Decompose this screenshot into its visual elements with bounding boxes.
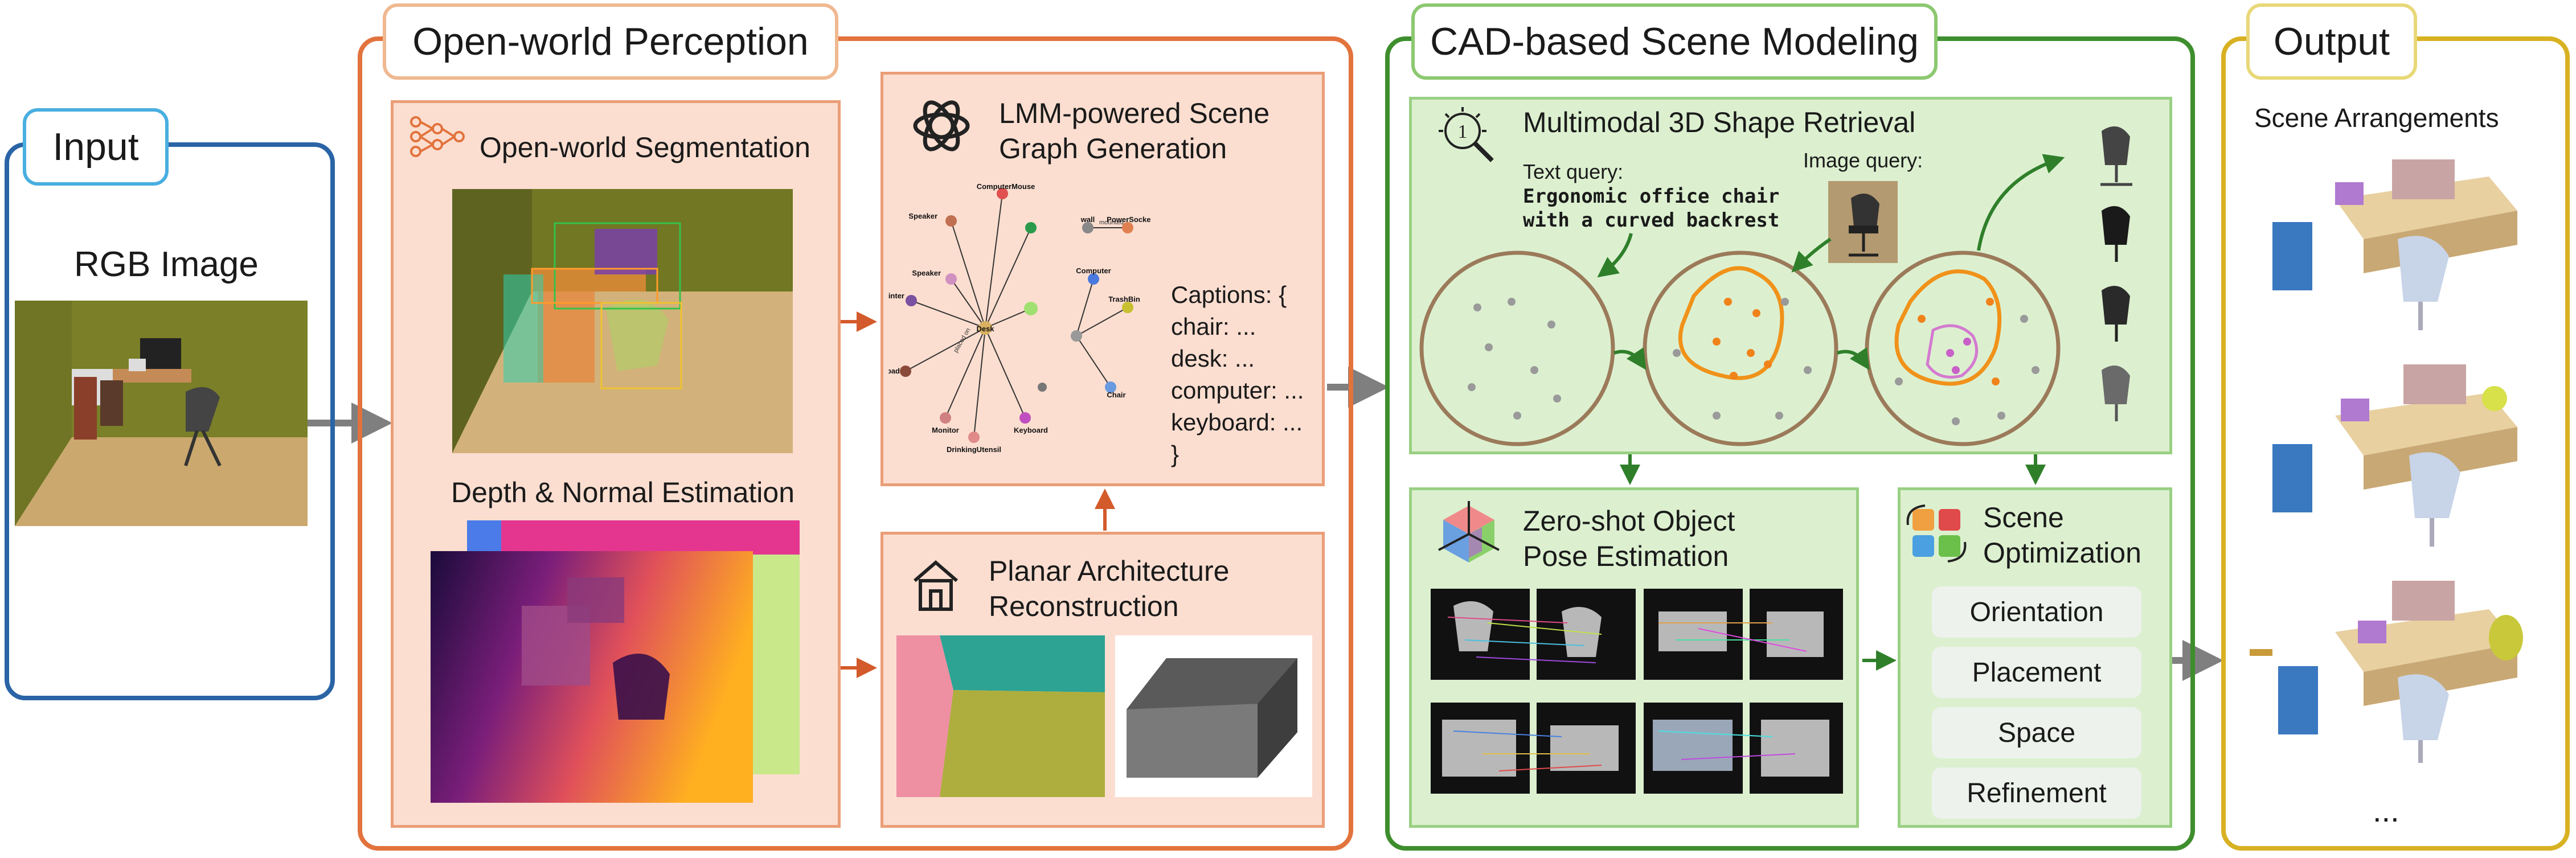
graph-node-desk: Desk xyxy=(976,325,994,333)
stage-title-perception: Open-world Perception xyxy=(383,3,838,80)
optim-step-placement: Placement xyxy=(1932,647,2141,698)
graph-node-wall: wall xyxy=(1080,215,1095,224)
graph-node-keyboard: Keyboard xyxy=(1014,426,1048,434)
caption-line: } xyxy=(1171,441,1180,467)
architecture-title-line1: Planar Architecture xyxy=(989,555,1230,587)
pose-matching-grid xyxy=(1431,589,1843,794)
arrangement-1 xyxy=(2272,159,2517,330)
scene-graph: ComputerMouse Speaker Speaker Printer No… xyxy=(888,182,1150,454)
house-icon xyxy=(910,558,961,615)
image-query-photo xyxy=(1828,181,1898,263)
retrieved-chairs xyxy=(2100,126,2132,421)
retrieval-title: Multimodal 3D Shape Retrieval xyxy=(1523,106,1916,138)
graph-node-computermouse: ComputerMouse xyxy=(977,182,1035,191)
text-query-line1: Ergonomic office chair xyxy=(1523,185,1780,208)
text-query-line2: with a curved backrest xyxy=(1523,209,1780,232)
cube-icon xyxy=(1438,500,1500,571)
graph-edge-label: placed on xyxy=(952,327,972,354)
image-query-label: Image query: xyxy=(1803,149,1923,172)
stage-title-output: Output xyxy=(2246,3,2417,80)
text-query-label: Text query: xyxy=(1523,160,1624,183)
graph-node-monitor: Monitor xyxy=(932,426,959,434)
architecture-title-line2: Reconstruction xyxy=(989,590,1179,622)
optim-step-space: Space xyxy=(1932,707,2141,758)
graph-edge-label-mounted: mounted xyxy=(1099,219,1124,226)
graph-node-drinkingutensil: DrinkingUtensil xyxy=(947,445,1001,454)
graph-node-dots xyxy=(900,188,1133,443)
graph-node-computer: Computer xyxy=(1076,266,1111,275)
rgb-room-image xyxy=(15,301,308,526)
pose-title-line2: Pose Estimation xyxy=(1523,540,1729,572)
stage-title-input: Input xyxy=(23,108,169,186)
graph-node-speaker-1: Speaker xyxy=(908,212,937,220)
openai-logo-icon xyxy=(910,95,973,160)
caption-line: keyboard: ... xyxy=(1171,409,1303,436)
graph-node-speaker-3: Speaker xyxy=(912,269,941,277)
depth-normal-stack xyxy=(431,520,800,803)
pose-title-line1: Zero-shot Object xyxy=(1523,505,1735,537)
arrangement-3 xyxy=(2250,581,2523,763)
optim-step-orientation: Orientation xyxy=(1932,586,2141,638)
stage-title-cad: CAD-based Scene Modeling xyxy=(1411,3,1938,80)
output-ellipsis: ... xyxy=(2373,793,2399,828)
rgb-image-label: RGB Image xyxy=(74,245,259,284)
graph-node-powersocket: PowerSocket xyxy=(1107,215,1150,224)
segmentation-title: Open-world Segmentation xyxy=(480,132,810,163)
output-title: Scene Arrangements xyxy=(2254,103,2499,133)
optim-title-line1: Scene xyxy=(1983,502,2064,533)
graph-node-trashbin: TrashBin xyxy=(1108,295,1140,303)
optim-step-refinement: Refinement xyxy=(1932,767,2141,819)
graph-node-notepad: Notepad xyxy=(888,367,900,375)
caption-line: computer: ... xyxy=(1171,377,1304,404)
scene-graph-title-line1: LMM-powered Scene xyxy=(999,97,1270,129)
arrangement-2 xyxy=(2272,364,2517,547)
perception-frame xyxy=(358,36,1353,851)
puzzle-icon xyxy=(1906,502,1968,568)
caption-line: desk: ... xyxy=(1171,345,1255,372)
embedding-spaces xyxy=(1419,154,2065,446)
graph-node-chair: Chair xyxy=(1107,391,1125,399)
segmentation-image xyxy=(452,189,793,453)
scene-arrangements xyxy=(2250,159,2523,763)
caption-line: chair: ... xyxy=(1171,313,1256,340)
depth-title: Depth & Normal Estimation xyxy=(451,477,795,508)
scene-graph-title-line2: Graph Generation xyxy=(999,133,1227,165)
caption-line: Captions: { xyxy=(1171,281,1287,308)
input-frame xyxy=(5,142,335,700)
search-icon: 1 xyxy=(1435,104,1498,169)
svg-text:1: 1 xyxy=(1458,121,1468,142)
network-icon xyxy=(409,114,466,162)
captions-block: Captions: { chair: ... desk: ... compute… xyxy=(1171,279,1304,470)
planar-layout-image xyxy=(896,635,1105,797)
optim-title-line2: Optimization xyxy=(1983,537,2141,569)
planar-3d-image xyxy=(1115,635,1312,797)
graph-node-printer: Printer xyxy=(888,292,904,300)
